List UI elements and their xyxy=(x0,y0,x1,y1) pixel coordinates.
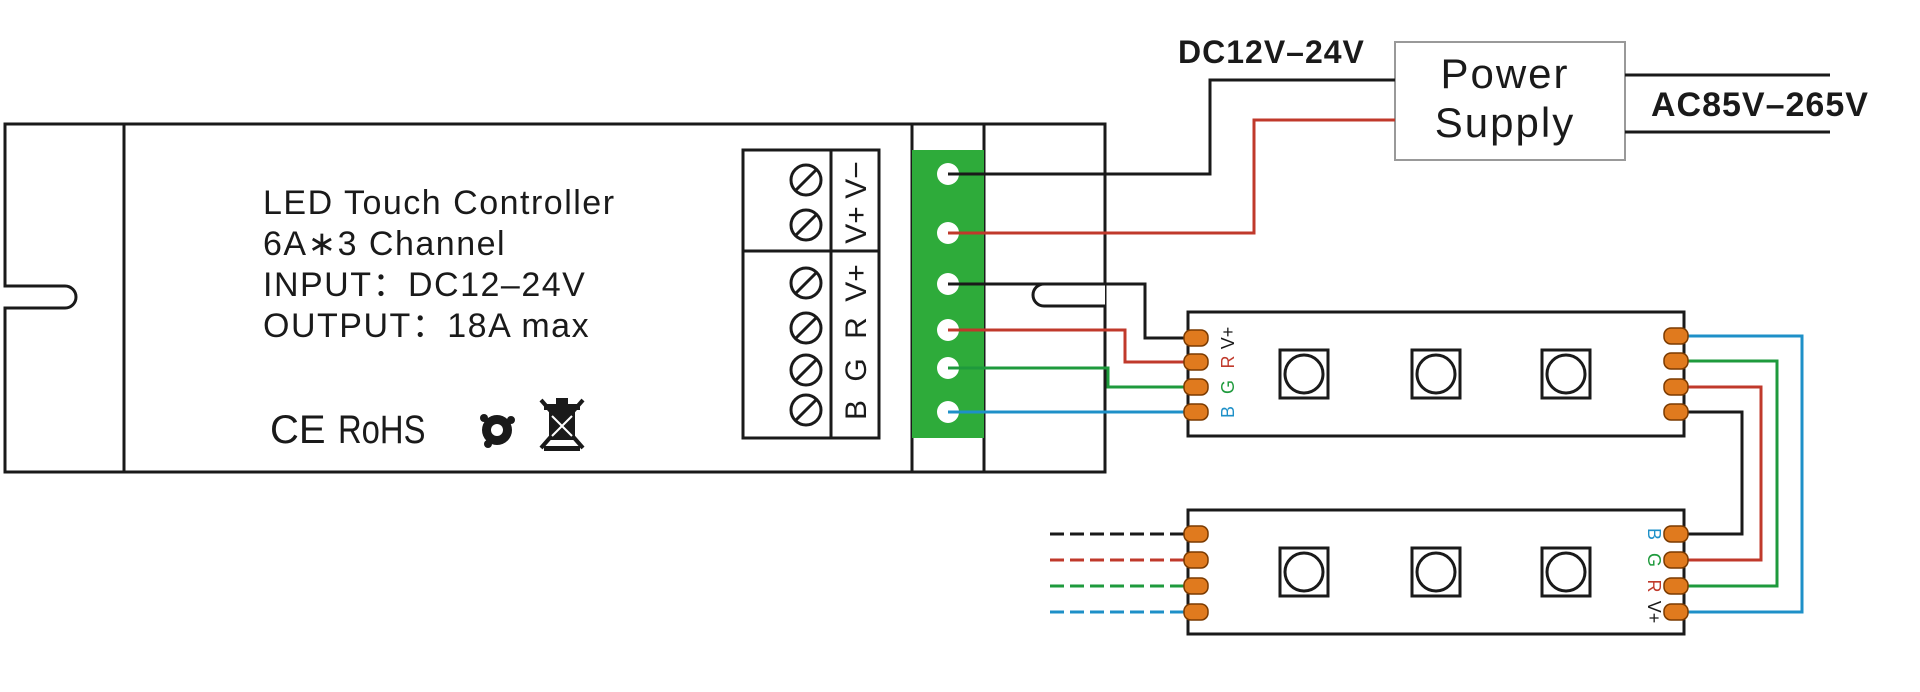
strip2-label-r: R xyxy=(1644,580,1664,593)
wires xyxy=(948,78,1804,614)
controller-right-notch xyxy=(1031,282,1105,308)
strip1-red-wire xyxy=(948,328,1188,364)
recycle-icon xyxy=(480,414,515,448)
controller-title: LED Touch Controller xyxy=(263,184,616,222)
terminal-label-vplus-1: V+ xyxy=(840,206,873,244)
power-supply-label-2: Supply xyxy=(1435,99,1575,146)
strip1-label-r: R xyxy=(1218,356,1238,369)
screw-icon xyxy=(789,163,823,197)
screw-icon xyxy=(789,266,823,300)
terminal-label-vminus: V− xyxy=(840,161,873,199)
led-chip xyxy=(1278,348,1330,400)
terminal-label-b: B xyxy=(840,400,873,420)
led-chip xyxy=(1410,546,1462,598)
controller-output: OUTPUT：18A max xyxy=(263,307,590,345)
controller-outline xyxy=(3,122,1107,474)
led-strip-2-leds xyxy=(1278,546,1592,598)
solder-pad xyxy=(1183,353,1209,371)
link-red-wire xyxy=(1684,385,1763,562)
terminal-label-panel: V− V+ V+ R G B xyxy=(741,148,881,440)
solder-pad xyxy=(1183,329,1209,347)
screw-icon xyxy=(789,393,823,427)
ce-mark: CE xyxy=(270,408,326,452)
controller: LED Touch Controller 6A∗3 Channel INPUT：… xyxy=(3,122,1107,474)
led-strip-2-pads xyxy=(1183,525,1689,621)
dc-positive-wire xyxy=(948,118,1395,235)
screw-icon xyxy=(789,208,823,242)
strip1-label-vplus: V+ xyxy=(1218,327,1238,350)
screw-icon xyxy=(789,311,823,345)
solder-pad xyxy=(1183,378,1209,396)
led-strip-2: B G R V+ xyxy=(1183,508,1689,636)
ac-voltage-label: AC85V–265V xyxy=(1651,86,1869,124)
strip1-label-b: B xyxy=(1218,406,1238,418)
weee-bin-icon xyxy=(539,398,585,451)
strip1-green-wire xyxy=(948,366,1188,389)
power-supply-label-1: Power xyxy=(1440,50,1569,97)
terminal-labels: V− V+ V+ R G B xyxy=(840,161,873,420)
led-strip-1-pads xyxy=(1183,327,1689,421)
led-strip-1: V+ R G B xyxy=(1183,310,1689,438)
rohs-mark: RoHS xyxy=(338,407,425,452)
solder-pad xyxy=(1183,603,1209,621)
power-supply-box xyxy=(1394,41,1626,161)
terminal-label-vplus-2: V+ xyxy=(840,264,873,302)
solder-pad xyxy=(1183,551,1209,569)
led-strip-2-body xyxy=(1186,508,1686,636)
terminal-label-r: R xyxy=(840,317,873,339)
terminal-screws xyxy=(789,163,823,427)
dc-negative-wire xyxy=(948,78,1395,176)
strip2-label-g: G xyxy=(1644,553,1664,567)
solder-pad xyxy=(1663,352,1689,370)
strip1-vplus-wire xyxy=(948,282,1188,340)
link-green-wire xyxy=(1684,359,1779,588)
solder-pad xyxy=(1183,403,1209,421)
solder-pad xyxy=(1663,551,1689,569)
led-chip xyxy=(1278,546,1330,598)
solder-pad xyxy=(1663,525,1689,543)
solder-pad xyxy=(1183,525,1209,543)
strip2-label-b: B xyxy=(1644,528,1664,540)
solder-pad xyxy=(1663,603,1689,621)
led-strip-1-leds xyxy=(1278,348,1592,400)
screw-icon xyxy=(789,353,823,387)
led-chip xyxy=(1540,546,1592,598)
strip2-label-vplus: V+ xyxy=(1644,601,1664,624)
link-blue-wire xyxy=(1684,334,1804,614)
led-chip xyxy=(1540,348,1592,400)
led-strip-1-body xyxy=(1186,310,1686,438)
controller-input: INPUT：DC12–24V xyxy=(263,266,586,304)
solder-pad xyxy=(1183,577,1209,595)
solder-pad xyxy=(1663,403,1689,421)
dc-voltage-label: DC12V–24V xyxy=(1178,34,1365,70)
controller-channels: 6A∗3 Channel xyxy=(263,225,506,263)
link-vplus-wire xyxy=(1684,410,1744,536)
terminal-label-g: G xyxy=(840,358,873,381)
led-chip xyxy=(1410,348,1462,400)
solder-pad xyxy=(1663,577,1689,595)
power-supply: Power Supply DC12V–24V AC85V–265V xyxy=(1178,34,1869,161)
strip1-label-g: G xyxy=(1218,380,1238,394)
solder-pad xyxy=(1663,378,1689,396)
solder-pad xyxy=(1663,327,1689,345)
